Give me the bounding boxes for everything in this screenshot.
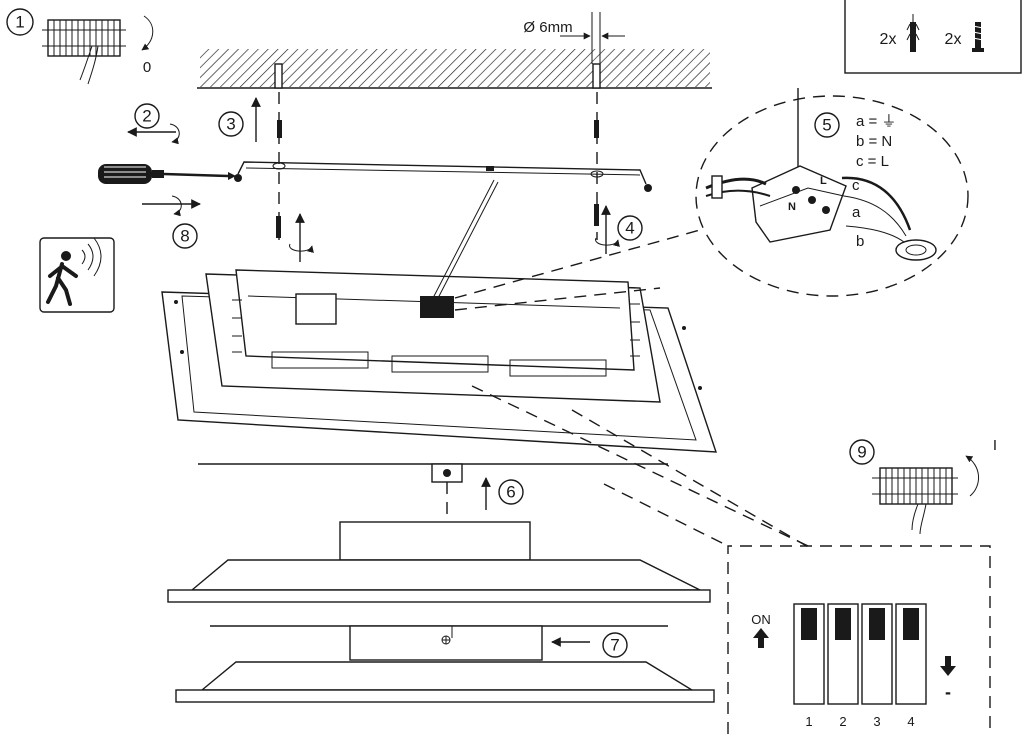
wire-label-c: c [852, 177, 860, 194]
mounting-bracket [234, 161, 652, 192]
circuit-breaker-icon [872, 467, 958, 535]
step-6-number: 6 [506, 483, 515, 502]
step-1-number: 1 [15, 13, 24, 32]
drill-diameter-dimension: Ø 6mm [523, 12, 625, 64]
drill-diameter-label: Ø 6mm [523, 19, 572, 36]
step-3-number: 3 [226, 115, 235, 134]
step-1-breaker-off: 1 0 [6, 8, 154, 85]
arrow-up-icon [753, 628, 769, 648]
step-7-number: 7 [610, 636, 619, 655]
switch-on-label: I [993, 437, 997, 454]
screw-quantity: 2x [945, 31, 962, 48]
screw-icon [972, 22, 984, 52]
step-2-number: 2 [142, 107, 151, 126]
screwdriver-icon [98, 164, 236, 184]
step-5-number: 5 [822, 116, 831, 135]
ceiling [197, 49, 712, 89]
step-2-unscrew-bracket: 2 [127, 103, 180, 145]
terminal-mark-n: N [788, 201, 796, 213]
dip-switch-2[interactable] [827, 603, 859, 705]
step-9-breaker-on: 9 I [849, 437, 997, 535]
legend-neutral: b = N [856, 133, 892, 150]
dip-on-label: ON [751, 612, 771, 627]
dip-switch-1[interactable] [793, 603, 825, 705]
step-5-wiring-detail: 5 a = ⏚ b = N c = L N L c a b [695, 88, 969, 297]
arrow-down-icon [940, 656, 956, 676]
dip-switch-3-label: 3 [873, 714, 880, 729]
motion-sensor-icon [39, 237, 115, 313]
circuit-breaker-icon [42, 19, 126, 85]
wall-anchor-icon [906, 14, 920, 52]
step-4-number: 4 [625, 219, 634, 238]
dip-switch-panel: ON 1 2 3 4 - [727, 545, 991, 734]
switch-off-label: 0 [143, 59, 151, 76]
dip-minus-label: - [945, 682, 951, 702]
legend-earth: a = ⏚ [856, 113, 896, 130]
terminal-mark-l: L [820, 175, 827, 187]
wall-anchor-icon [277, 120, 599, 138]
wire-label-a: a [852, 204, 861, 221]
dip-switch-4[interactable] [895, 603, 927, 705]
dip-switch-3[interactable] [861, 603, 893, 705]
wire-label-b: b [856, 233, 864, 250]
step-6-attach-cover: 6 [167, 463, 711, 603]
step-7-fix-screw: 7 [175, 625, 715, 703]
step-8-number: 8 [180, 227, 189, 246]
dip-switch-2-label: 2 [839, 714, 846, 729]
step-9-number: 9 [857, 443, 866, 462]
step-8-fasten-bracket: 8 [142, 195, 201, 249]
lamp-body [161, 179, 717, 453]
step-4-screws: 4 [276, 204, 643, 262]
parts-box: 2x 2x [844, 0, 1022, 74]
legend-live: c = L [856, 153, 889, 170]
dip-switch-1-label: 1 [805, 714, 812, 729]
dip-switch-4-label: 4 [907, 714, 914, 729]
anchor-quantity: 2x [880, 31, 897, 48]
terminal-block: N L [751, 165, 847, 243]
